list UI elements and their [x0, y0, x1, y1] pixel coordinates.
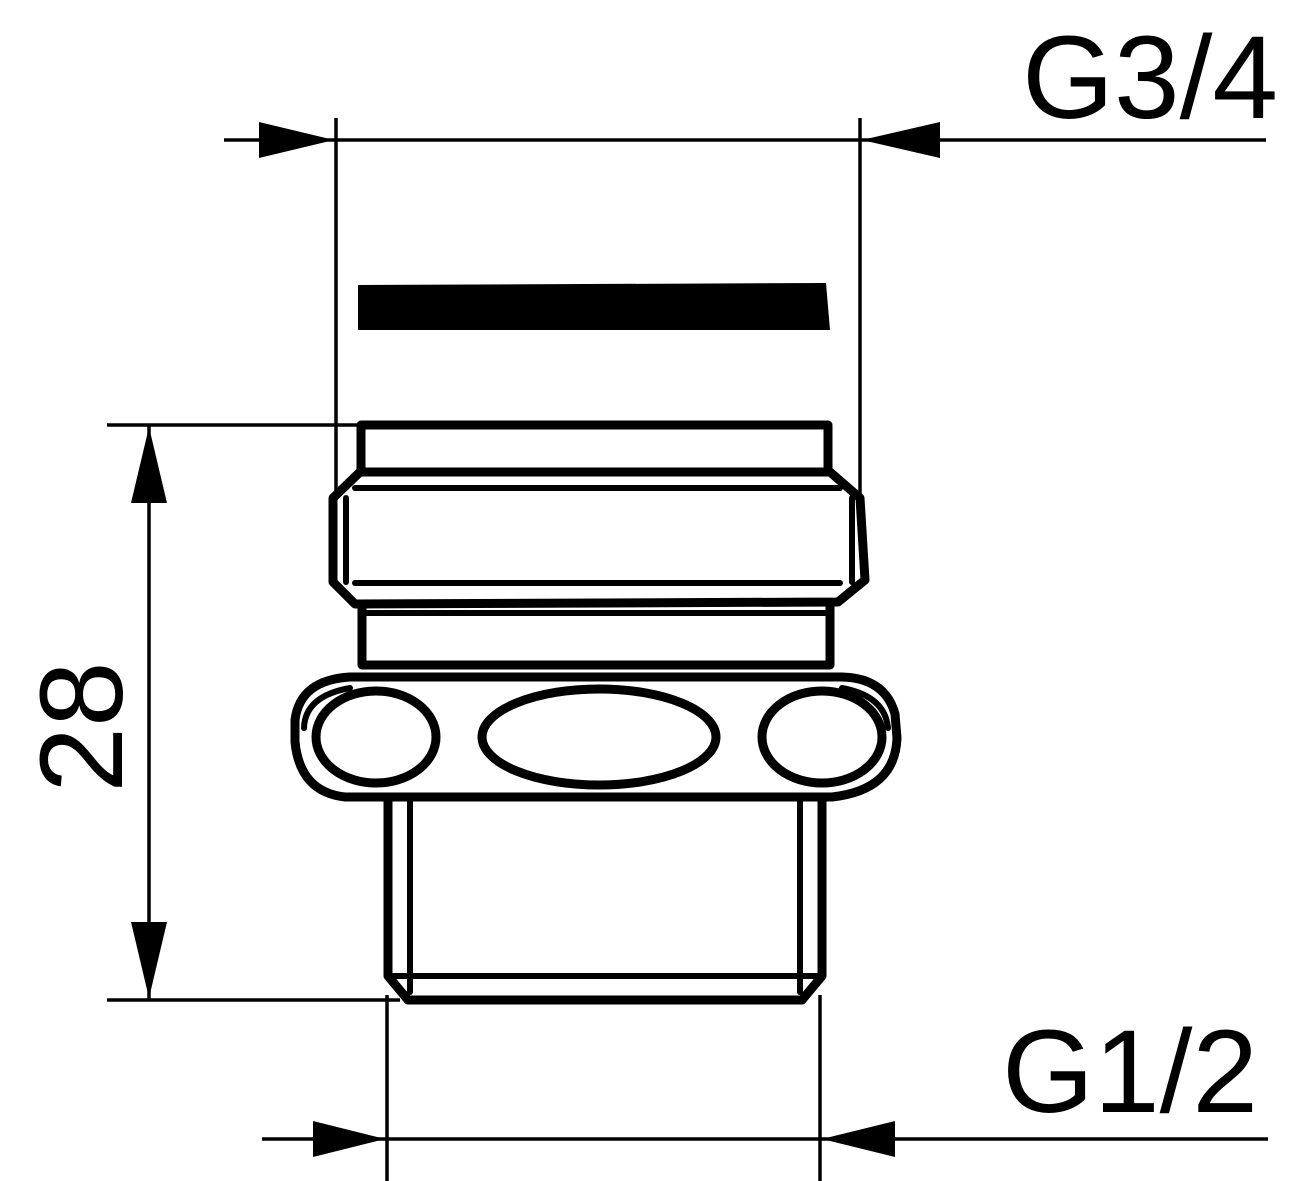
arrowhead-top-left: [259, 122, 334, 158]
dimension-bottom-width: G1/2: [262, 995, 1268, 1181]
hex-facet-left: [311, 686, 441, 788]
dimension-height: 28: [16, 423, 400, 1002]
arrowhead-height-top: [131, 427, 167, 503]
hex-nut: [290, 672, 902, 802]
top-thread-section: [328, 467, 870, 609]
top-thread-label: G3/4: [1022, 12, 1278, 144]
height-label: 28: [16, 661, 148, 792]
neck-section: [357, 599, 835, 670]
bottom-thread-section: [383, 795, 827, 1005]
hex-facet-right: [757, 686, 887, 788]
top-cap: [356, 420, 833, 475]
arrowhead-height-bottom: [131, 922, 167, 998]
arrowhead-top-right: [862, 122, 940, 158]
dimension-top-width: G3/4: [224, 12, 1278, 496]
bottom-thread-label: G1/2: [1002, 1006, 1258, 1138]
fitting-body: [290, 283, 902, 1005]
hex-facet-center: [477, 684, 721, 790]
arrowhead-bottom-right: [822, 1121, 895, 1157]
arrowhead-bottom-left: [313, 1121, 385, 1157]
marking-bar: [358, 283, 830, 330]
